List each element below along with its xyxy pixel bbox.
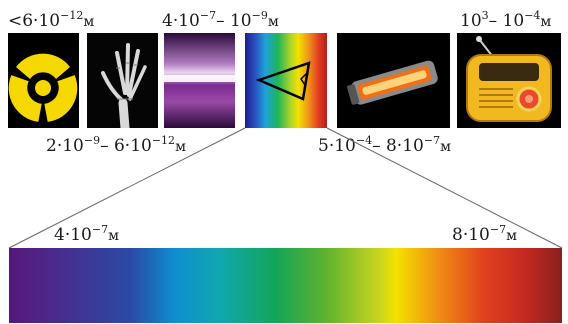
xray-hand-image [87, 33, 158, 128]
infrared-heater-image [337, 33, 450, 128]
label-radio-range: 103– 10−4м [460, 9, 552, 31]
label-infrared-range: 5·10−4– 8·10−7м [318, 134, 451, 156]
ultraviolet-lamp-image [164, 33, 235, 128]
label-visible-max: 8·10−7м [452, 223, 517, 245]
radiation-hazard-icon [8, 33, 79, 128]
label-visible-min: 4·10−7м [54, 223, 119, 245]
label-xray-range: 2·10−9– 6·10−12м [46, 134, 186, 156]
visible-spectrum-prism-image [245, 33, 327, 128]
visible-spectrum-band [9, 248, 562, 323]
label-uv-range: 4·10−7– 10−9м [162, 9, 279, 31]
radio-receiver-icon [457, 33, 561, 128]
label-gamma-range: <6·10−12м [8, 9, 95, 31]
